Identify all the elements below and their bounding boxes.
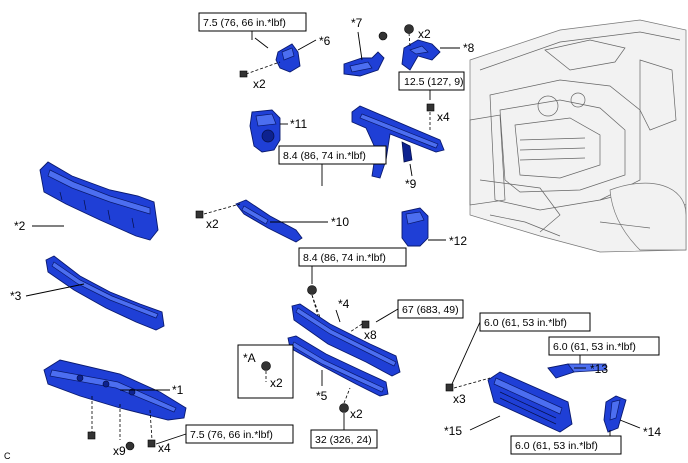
bolt-9-icon [426, 103, 435, 112]
torque-60c: 6.0 (61, 53 in.*lbf) [515, 440, 598, 452]
label-part-12: *12 [449, 234, 467, 248]
callout-box-a [237, 344, 294, 399]
label-part-10: *10 [331, 215, 349, 229]
qty-x8: x8 [364, 328, 377, 342]
part-13-hose [547, 363, 607, 379]
qty-A: x2 [270, 376, 283, 390]
part-7-duct [343, 51, 385, 77]
bolt-4-icon [307, 285, 317, 295]
part-8-bracket [401, 39, 441, 71]
part-1-lower-cover [43, 359, 187, 421]
bolt-8-icon [404, 24, 414, 34]
qty-x3: x3 [453, 392, 466, 406]
bolt-6-icon [239, 70, 248, 78]
leader-3 [25, 283, 85, 297]
qty-x9: x9 [113, 444, 126, 458]
leader-6 [297, 39, 317, 51]
bolt-67-icon [361, 320, 370, 329]
part-5-absorber-lower [287, 335, 389, 397]
qty-6: x2 [253, 77, 266, 91]
label-part-5: *5 [316, 389, 328, 403]
bolt-1c-icon [147, 439, 156, 448]
torque-60b: 6.0 (61, 53 in.*lbf) [553, 341, 636, 353]
part-2-absorber [39, 161, 159, 241]
leader-15 [469, 415, 501, 431]
torque-box-32 [310, 429, 378, 449]
part-3-reinforcement [45, 255, 165, 331]
part-12-horn [401, 207, 429, 247]
label-part-6: *6 [319, 34, 331, 48]
leader-9 [409, 163, 413, 177]
label-part-4: *4 [338, 297, 350, 311]
leader-7 [357, 31, 363, 61]
part-6-bracket [275, 43, 301, 73]
torque-box-60c [510, 435, 622, 455]
torque-32: 32 (326, 24) [315, 434, 372, 446]
torque-top-left: 7.5 (76, 66 in.*lbf) [203, 17, 286, 29]
torque-box-60b [548, 336, 660, 356]
label-part-14: *14 [643, 425, 661, 439]
part-10-bracket [235, 199, 303, 243]
qty-32: x2 [350, 407, 363, 421]
torque-mid-upper: 8.4 (86, 74 in.*lbf) [283, 150, 366, 162]
torque-67: 67 (683, 49) [402, 304, 459, 316]
part-14-hose [603, 395, 627, 433]
bolt-15-icon [445, 383, 454, 392]
clip-1b-icon [125, 441, 135, 451]
part-11-horn [249, 109, 281, 153]
qty-x4-bottom: x4 [158, 441, 171, 455]
bolt-32-icon [339, 403, 349, 413]
corner-mark: C [4, 451, 11, 461]
part-9-support [351, 105, 445, 179]
label-part-7: *7 [351, 16, 363, 30]
qty-8: x2 [418, 27, 431, 41]
qty-10: x2 [206, 217, 219, 231]
leader-14 [619, 419, 641, 429]
leader-6-hint [254, 37, 269, 49]
label-part-11: *11 [290, 117, 307, 131]
bolt-7-icon [378, 31, 388, 41]
torque-mid-lower: 8.4 (86, 74 in.*lbf) [303, 252, 386, 264]
engine-bay-illustration [469, 19, 687, 253]
part-4-bumper-reinforcement [291, 303, 401, 377]
torque-box-mid-lower [298, 247, 407, 267]
label-part-9: *9 [405, 177, 417, 191]
torque-60a: 6.0 (61, 53 in.*lbf) [484, 317, 567, 329]
bolt-1a-icon [87, 431, 96, 440]
label-part-2: *2 [14, 219, 26, 233]
bolt-10-icon [195, 210, 204, 219]
label-part-1: *1 [172, 383, 184, 397]
torque-top-right: 12.5 (127, 9) [404, 76, 464, 88]
clip-a-icon [261, 361, 271, 371]
part-15-cooler [487, 371, 573, 433]
callout-a: *A [243, 351, 256, 365]
qty-top-right: x4 [437, 110, 450, 124]
torque-box-top-left [198, 12, 307, 32]
label-part-13: *13 [590, 362, 608, 376]
label-part-3: *3 [10, 289, 22, 303]
torque-bottom-left: 7.5 (76, 66 in.*lbf) [190, 429, 273, 441]
leader-4 [335, 309, 341, 323]
torque-box-mid-upper [278, 145, 387, 165]
label-part-15: *15 [444, 424, 462, 438]
torque-box-top-right [398, 71, 465, 91]
label-part-8: *8 [463, 41, 475, 55]
dash-6 [245, 61, 281, 75]
